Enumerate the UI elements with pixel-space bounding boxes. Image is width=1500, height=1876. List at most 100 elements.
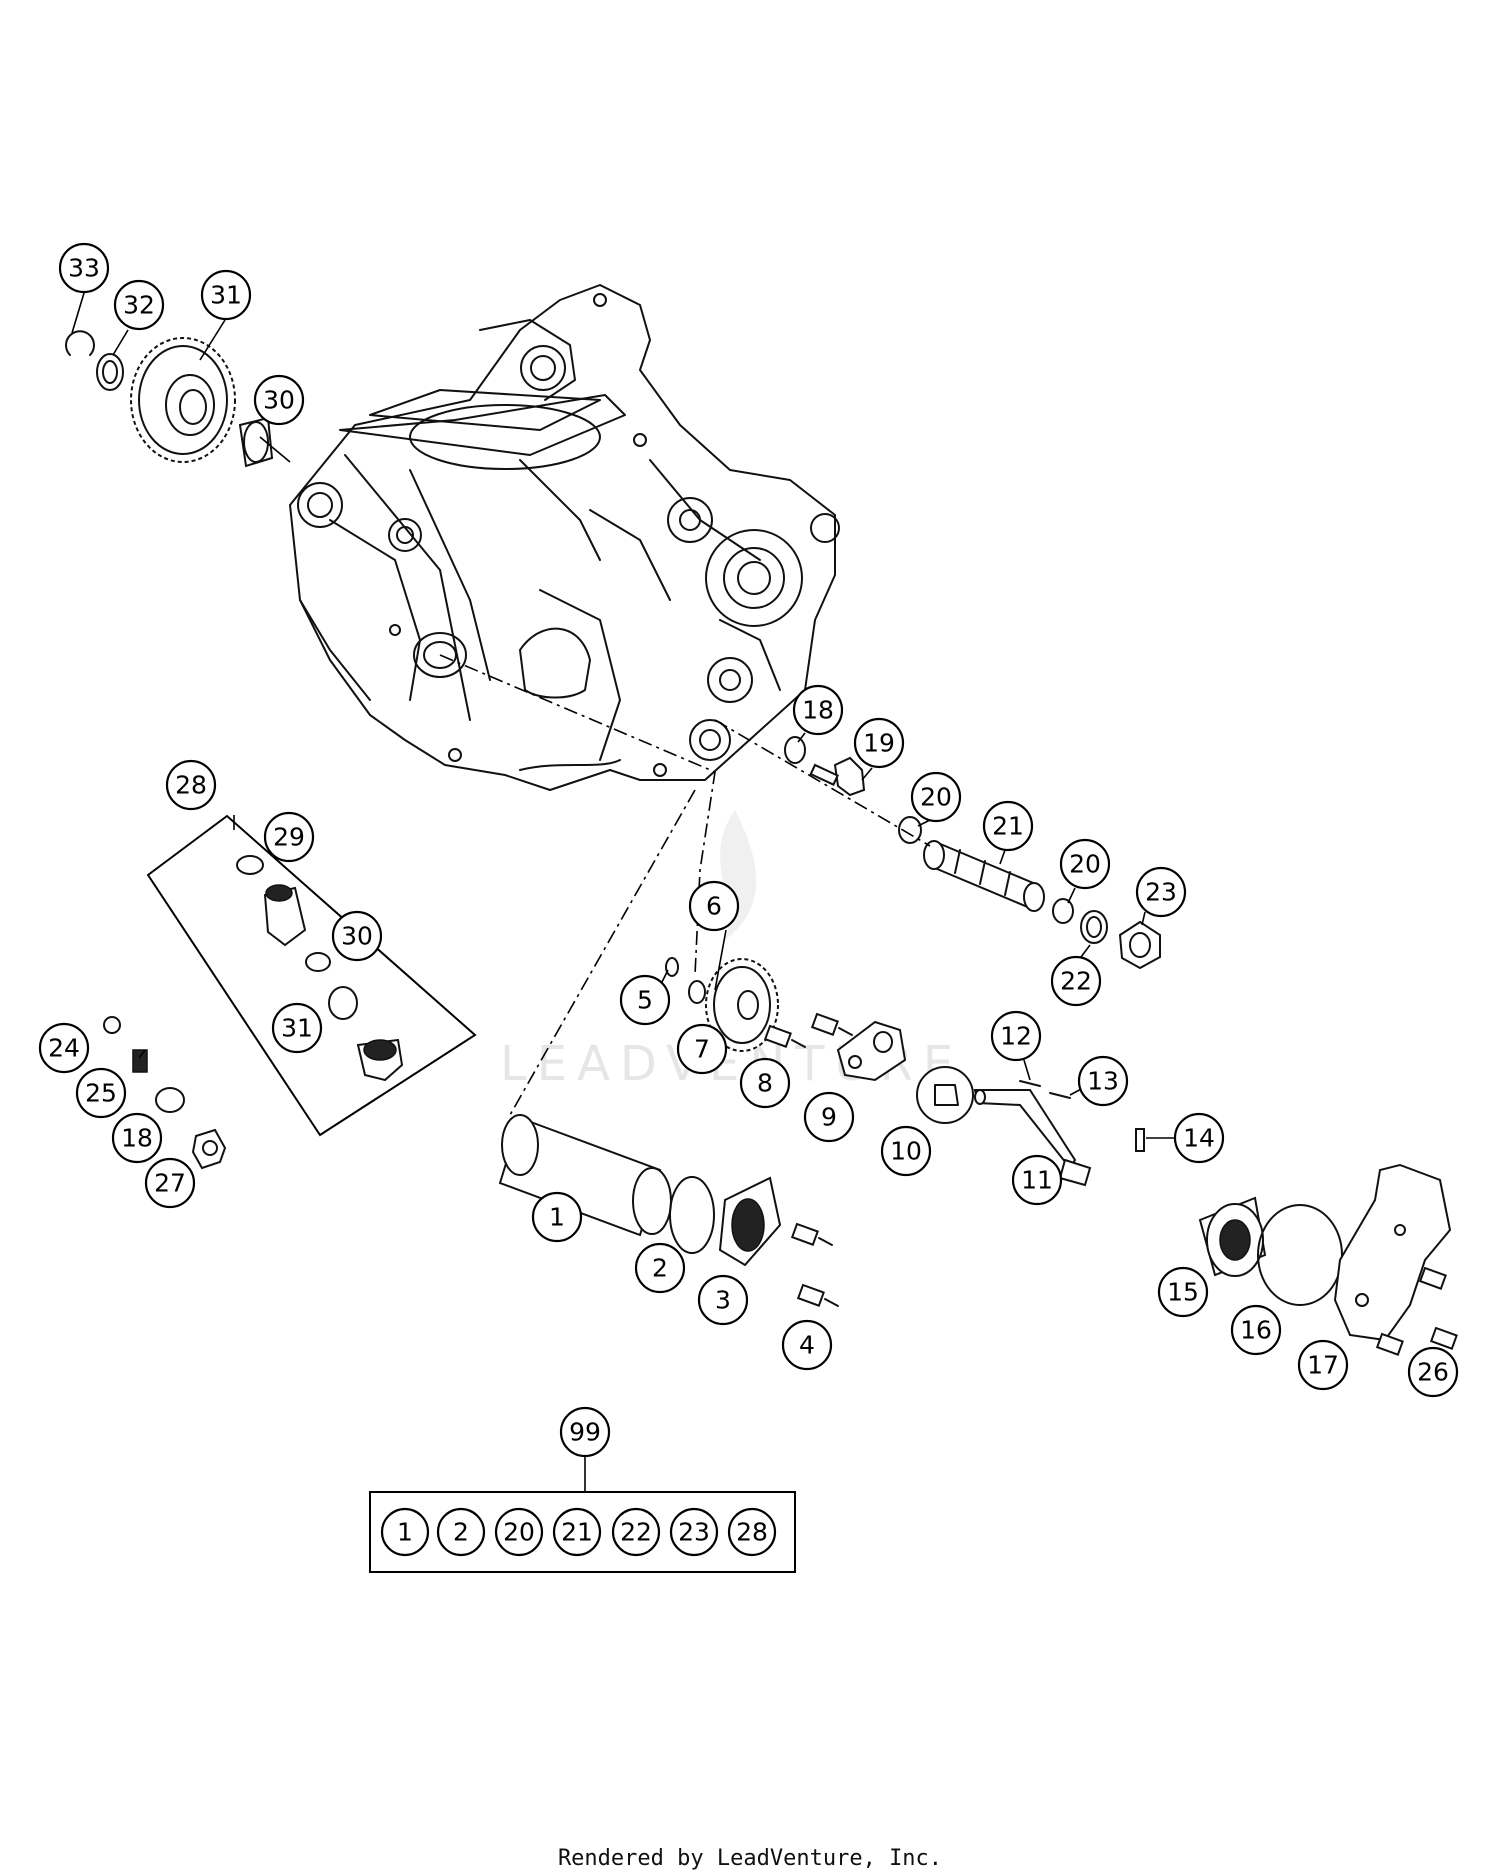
sealing-ring-part <box>155 1087 185 1113</box>
o-ring-part <box>898 816 922 844</box>
kit-item: 28 <box>727 1507 777 1557</box>
kit-item: 23 <box>669 1507 719 1557</box>
svg-text:26: 26 <box>1417 1358 1449 1387</box>
pump-cover-part <box>836 1020 907 1082</box>
screw-plug-part <box>809 756 866 797</box>
callout-29: 29 <box>263 811 315 863</box>
valve-housing-part <box>356 1038 404 1082</box>
callout-10: 10 <box>880 1125 932 1177</box>
bolt-part <box>810 1012 853 1036</box>
callout-12: 12 <box>990 1010 1042 1062</box>
svg-text:15: 15 <box>1167 1278 1199 1307</box>
callout-35: 33 <box>58 242 110 294</box>
callout-28: 28 <box>165 759 217 811</box>
callout-32: 30 <box>253 374 305 426</box>
svg-text:11: 11 <box>1021 1166 1053 1195</box>
render-credit: Rendered by LeadVenture, Inc. <box>557 1846 943 1871</box>
svg-text:14: 14 <box>1183 1124 1215 1153</box>
callout-15: 15 <box>1157 1266 1209 1318</box>
filter-cover-part <box>718 1176 782 1267</box>
leader-lines <box>71 292 1174 1492</box>
kit-box <box>369 1491 796 1573</box>
svg-text:30: 30 <box>341 922 373 951</box>
svg-text:29: 29 <box>273 823 305 852</box>
sealing-ring-part <box>784 736 806 764</box>
pin-part <box>1135 1128 1145 1152</box>
svg-text:1: 1 <box>549 1203 565 1232</box>
svg-text:99: 99 <box>569 1418 601 1447</box>
bushing-part <box>238 416 274 468</box>
callout-25: 25 <box>75 1067 127 1119</box>
o-ring-part <box>305 952 331 972</box>
svg-text:19: 19 <box>863 729 895 758</box>
svg-text:30: 30 <box>263 386 295 415</box>
o-ring-part <box>236 855 264 875</box>
callout-20: 20 <box>910 771 962 823</box>
svg-text:25: 25 <box>85 1079 117 1108</box>
callout-20-second: 20 <box>1059 838 1111 890</box>
kit-item: 21 <box>552 1507 602 1557</box>
svg-text:8: 8 <box>757 1069 773 1098</box>
valve-part <box>263 884 307 947</box>
callout-5: 5 <box>619 974 671 1026</box>
pump-housing-part <box>1198 1196 1267 1277</box>
callout-7: 7 <box>676 1023 728 1075</box>
svg-text:6: 6 <box>706 892 722 921</box>
callout-16: 16 <box>1230 1304 1282 1356</box>
callout-99: 99 <box>559 1406 611 1458</box>
callout-22: 22 <box>1050 955 1102 1007</box>
svg-text:20: 20 <box>920 783 952 812</box>
callout-34: 32 <box>113 279 165 331</box>
bolt-part <box>1418 1266 1447 1290</box>
callout-19: 19 <box>853 717 905 769</box>
svg-text:31: 31 <box>281 1014 313 1043</box>
engine-crankcase <box>289 284 840 791</box>
svg-text:21: 21 <box>561 1518 593 1547</box>
plug-part <box>191 1128 227 1170</box>
svg-text:21: 21 <box>992 812 1024 841</box>
bolt-part <box>1429 1326 1458 1350</box>
kit-item: 20 <box>494 1507 544 1557</box>
callout-33: 31 <box>200 269 252 321</box>
assembly-dash-lines <box>439 654 931 1116</box>
svg-text:17: 17 <box>1307 1351 1339 1380</box>
callout-21: 21 <box>982 800 1034 852</box>
idler-gear-part <box>130 337 236 463</box>
kit-item: 22 <box>611 1507 661 1557</box>
callout-4: 4 <box>781 1319 833 1371</box>
kit-item: 2 <box>436 1507 486 1557</box>
callout-30: 30 <box>331 910 383 962</box>
o-ring-part <box>328 986 358 1020</box>
circlip-part <box>65 330 95 356</box>
spring-part <box>132 1049 148 1073</box>
svg-text:16: 16 <box>1240 1316 1272 1345</box>
callout-13: 13 <box>1077 1055 1129 1107</box>
pump-cover-plate-part <box>1333 1163 1452 1342</box>
svg-text:2: 2 <box>453 1518 469 1547</box>
svg-text:13: 13 <box>1087 1067 1119 1096</box>
svg-text:20: 20 <box>1069 850 1101 879</box>
svg-text:4: 4 <box>799 1331 815 1360</box>
pump-o-ring-part <box>1257 1204 1343 1306</box>
bolt-part <box>763 1024 806 1048</box>
svg-text:28: 28 <box>736 1518 768 1547</box>
svg-text:23: 23 <box>678 1518 710 1547</box>
callout-17: 17 <box>1297 1339 1349 1391</box>
svg-text:1: 1 <box>397 1518 413 1547</box>
callout-27: 27 <box>144 1157 196 1209</box>
svg-text:7: 7 <box>694 1035 710 1064</box>
svg-text:22: 22 <box>620 1518 652 1547</box>
svg-text:23: 23 <box>1145 878 1177 907</box>
svg-text:10: 10 <box>890 1137 922 1166</box>
callout-14: 14 <box>1173 1112 1225 1164</box>
shim-washer-part <box>688 980 706 1004</box>
callout-3: 3 <box>697 1274 749 1326</box>
callout-9: 9 <box>803 1091 855 1143</box>
svg-text:3: 3 <box>715 1286 731 1315</box>
svg-text:12: 12 <box>1000 1022 1032 1051</box>
kit-item: 1 <box>380 1507 430 1557</box>
callout-2: 2 <box>634 1242 686 1294</box>
bolt-part <box>1375 1332 1404 1356</box>
pin-part <box>1019 1080 1041 1087</box>
